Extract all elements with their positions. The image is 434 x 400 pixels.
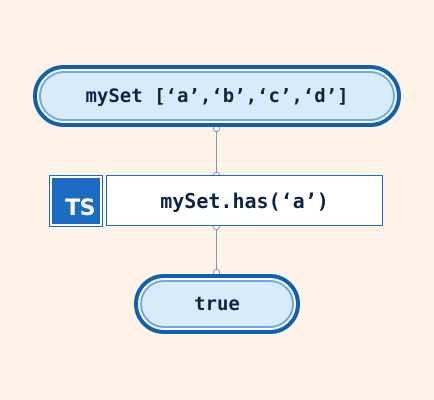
method-call-node: mySet.has(‘a’) (106, 175, 383, 226)
typescript-logo-icon: TS (49, 175, 103, 227)
input-set-label: mySet [‘a’,‘b’,‘c’,‘d’] (85, 85, 349, 107)
typescript-badge-label: TS (65, 196, 95, 221)
output-result-label: true (194, 293, 240, 315)
input-set-node: mySet [‘a’,‘b’,‘c’,‘d’] (33, 65, 401, 127)
connector-method-to-output (216, 226, 217, 274)
method-call-code: mySet.has(‘a’) (160, 188, 329, 213)
output-result-node: true (134, 274, 300, 334)
connector-input-to-method (216, 128, 217, 176)
